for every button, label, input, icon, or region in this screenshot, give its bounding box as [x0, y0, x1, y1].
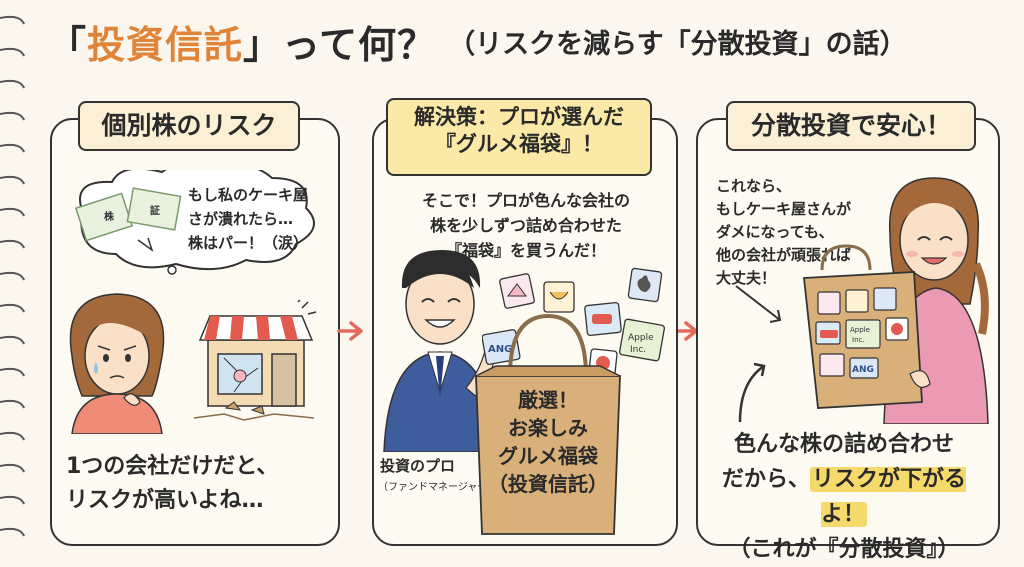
- svg-text:Inc.: Inc.: [630, 345, 646, 355]
- gourmet-bag-illustration: [475, 313, 621, 535]
- panel3-label: 分散投資で安心！: [726, 101, 976, 151]
- panel1-label: 個別株のリスク: [78, 101, 300, 151]
- svg-text:Apple: Apple: [850, 326, 870, 334]
- curved-arrow-icon: [735, 285, 782, 323]
- certificate-text: 株: [104, 210, 115, 223]
- panel3-caption: 色んな株の詰め合わせ だから、リスクが下がるよ！ （これが『分散投資』）: [721, 432, 967, 562]
- svg-text:Inc.: Inc.: [852, 336, 865, 344]
- page-title: 「投資信託」って何？ （リスクを減らす「分散投資」の話）: [48, 10, 1008, 72]
- highlighted-risk-text: リスクが下がるよ！: [810, 467, 967, 527]
- svg-text:ANG: ANG: [852, 365, 874, 375]
- title-subtitle: （リスクを減らす「分散投資」の話）: [448, 28, 907, 60]
- title-main: 「投資信託」って何？: [48, 22, 437, 67]
- fund-manager-sublabel: （ファンドマネージャー）: [378, 482, 498, 493]
- panel2-label: 解決策：プロが選んだ 『グルメ福袋』！: [386, 98, 652, 176]
- fund-manager-label: 投資のプロ: [380, 457, 456, 475]
- svg-text:ANG: ANG: [488, 344, 512, 355]
- worried-woman-illustration: [69, 293, 165, 434]
- closed-cake-shop-illustration: [193, 300, 317, 421]
- arrow-right-icon: [337, 321, 363, 341]
- spiral-binding: [0, 15, 25, 537]
- svg-text:証: 証: [150, 204, 160, 217]
- gourmet-bag-text: 厳選！ お楽しみ グルメ福袋 （投資信託）: [488, 388, 608, 496]
- thought-bubble: 株 証: [74, 170, 315, 275]
- torn-certificate-icon: [74, 187, 182, 242]
- happy-woman-with-bag-illustration: Apple Inc. ANG: [803, 177, 989, 424]
- curved-arrow-up-icon: [738, 362, 766, 423]
- title-highlight: 投資信託: [87, 22, 244, 67]
- panel3-explanation: これなら、 もしケーキ屋さんが ダメになっても、 他の会社が頑張れば 大丈夫！: [716, 177, 852, 287]
- panel2-explanation: そこで！プロが色んな会社の 株を少しずつ詰め合わせた 『福袋』を買うんだ！: [421, 191, 630, 260]
- svg-text:Apple: Apple: [628, 333, 654, 343]
- thought-text: もし私のケーキ屋 さが潰れたら… 株はパー！（涙）: [188, 186, 309, 252]
- panel1-caption: 1つの会社だけだと、 リスクが高いよね…: [66, 454, 279, 513]
